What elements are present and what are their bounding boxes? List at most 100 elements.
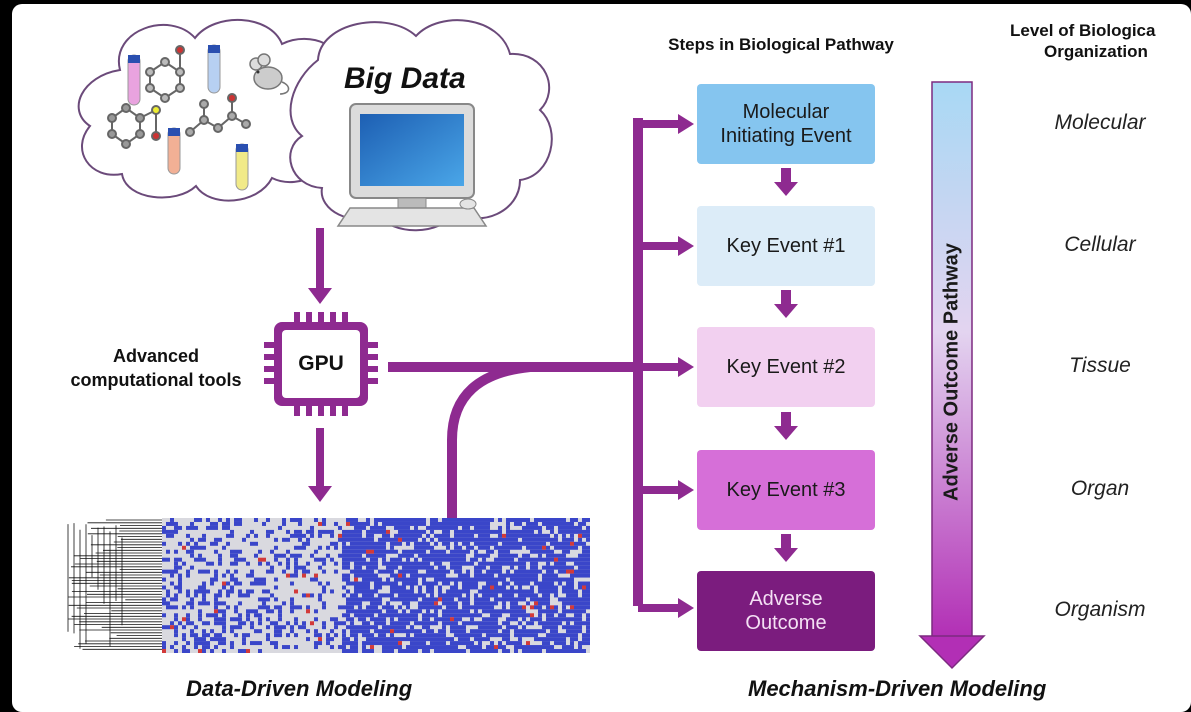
heatmap-cell	[366, 637, 370, 642]
heatmap-cell	[346, 617, 350, 622]
heatmap-cell	[390, 561, 394, 566]
heatmap-cell	[450, 625, 454, 630]
heatmap-cell	[414, 637, 418, 642]
heatmap-cell	[530, 577, 534, 582]
heatmap-cell	[478, 541, 482, 546]
heatmap-cell	[454, 553, 458, 558]
heatmap-cell	[346, 561, 350, 566]
heatmap-cell	[566, 565, 570, 570]
heatmap-cell	[466, 545, 470, 550]
heatmap-cell	[518, 597, 522, 602]
heatmap-cell	[554, 649, 558, 653]
heatmap-cell	[442, 629, 446, 634]
heatmap-cell	[478, 601, 482, 606]
heatmap-cell	[266, 597, 270, 602]
heatmap-cell	[362, 609, 366, 614]
heatmap-cell	[570, 529, 574, 534]
heatmap-cell	[538, 637, 542, 642]
heatmap-cell	[442, 557, 446, 562]
heatmap-cell	[438, 573, 442, 578]
heatmap-cell	[346, 577, 350, 582]
heatmap-cell	[514, 545, 518, 550]
heatmap-cell	[486, 541, 490, 546]
heatmap-cell	[542, 593, 546, 598]
heatmap-cell	[434, 637, 438, 642]
heatmap-cell	[262, 557, 266, 562]
heatmap-cell	[354, 581, 358, 586]
heatmap-cell	[558, 553, 562, 558]
heatmap-cell	[370, 601, 374, 606]
heatmap-cell	[366, 521, 370, 526]
aop-label-text: Adverse Outcome Pathway	[940, 243, 963, 501]
heatmap-cell	[586, 533, 590, 538]
heatmap-cell	[550, 565, 554, 570]
heatmap-cell	[342, 537, 346, 542]
heatmap-cell	[314, 609, 318, 614]
heatmap-cell	[266, 529, 270, 534]
heatmap-cell	[454, 557, 458, 562]
heatmap-cell	[250, 589, 254, 594]
heatmap-cell	[570, 629, 574, 634]
heatmap-cell	[390, 605, 394, 610]
heatmap-cell	[542, 629, 546, 634]
heatmap-cell	[170, 569, 174, 574]
heatmap-cell	[482, 553, 486, 558]
heatmap-cell	[402, 601, 406, 606]
heatmap-cell	[446, 541, 450, 546]
heatmap-cell	[234, 577, 238, 582]
heatmap-cell	[570, 569, 574, 574]
heatmap-cell	[342, 549, 346, 554]
heatmap-cell	[430, 581, 434, 586]
heatmap-cell	[566, 629, 570, 634]
heatmap-cell	[558, 541, 562, 546]
heatmap-cell	[438, 593, 442, 598]
heatmap-cell	[382, 633, 386, 638]
heatmap-cell	[274, 537, 278, 542]
heatmap-cell	[446, 637, 450, 642]
heatmap-cell	[470, 521, 474, 526]
heatmap-cell	[506, 573, 510, 578]
heatmap-cell	[514, 625, 518, 630]
heatmap-cell	[482, 629, 486, 634]
heatmap-cell	[434, 521, 438, 526]
heatmap-cell	[262, 577, 266, 582]
heatmap-cell	[434, 609, 438, 614]
heatmap-cell	[542, 581, 546, 586]
heatmap-cell	[306, 569, 310, 574]
heatmap-cell	[306, 609, 310, 614]
heatmap-cell	[518, 545, 522, 550]
gpu-chip-icon	[264, 312, 378, 416]
heatmap-cell	[530, 633, 534, 638]
advanced-tools-line-2: computational tools	[70, 370, 242, 390]
heatmap-cell	[266, 561, 270, 566]
heatmap-cell	[342, 553, 346, 558]
heatmap-cell	[442, 641, 446, 646]
heatmap-cell	[542, 541, 546, 546]
heatmap-cell	[426, 561, 430, 566]
heatmap-cell	[290, 597, 294, 602]
heatmap-cell	[570, 541, 574, 546]
heatmap-cell	[298, 533, 302, 538]
heatmap-cell	[358, 629, 362, 634]
heatmap-cell	[546, 589, 550, 594]
heatmap-cell	[546, 637, 550, 642]
heatmap-cell	[462, 649, 466, 653]
heatmap-cell	[258, 641, 262, 646]
heatmap-cell	[478, 537, 482, 542]
heatmap-cell	[374, 605, 378, 610]
heatmap-cell	[534, 545, 538, 550]
heatmap-cell	[550, 585, 554, 590]
heatmap-cell	[254, 541, 258, 546]
heatmap-cell	[478, 613, 482, 618]
heatmap-cell	[518, 565, 522, 570]
heatmap-cell	[302, 533, 306, 538]
heatmap-cell	[306, 637, 310, 642]
level-tissue: Tissue	[1069, 354, 1131, 377]
heatmap-cell	[170, 645, 174, 650]
heatmap-cell	[406, 601, 410, 606]
heatmap-cell	[486, 633, 490, 638]
heatmap-cell	[378, 597, 382, 602]
heatmap-cell	[422, 613, 426, 618]
heatmap-cell	[394, 577, 398, 582]
